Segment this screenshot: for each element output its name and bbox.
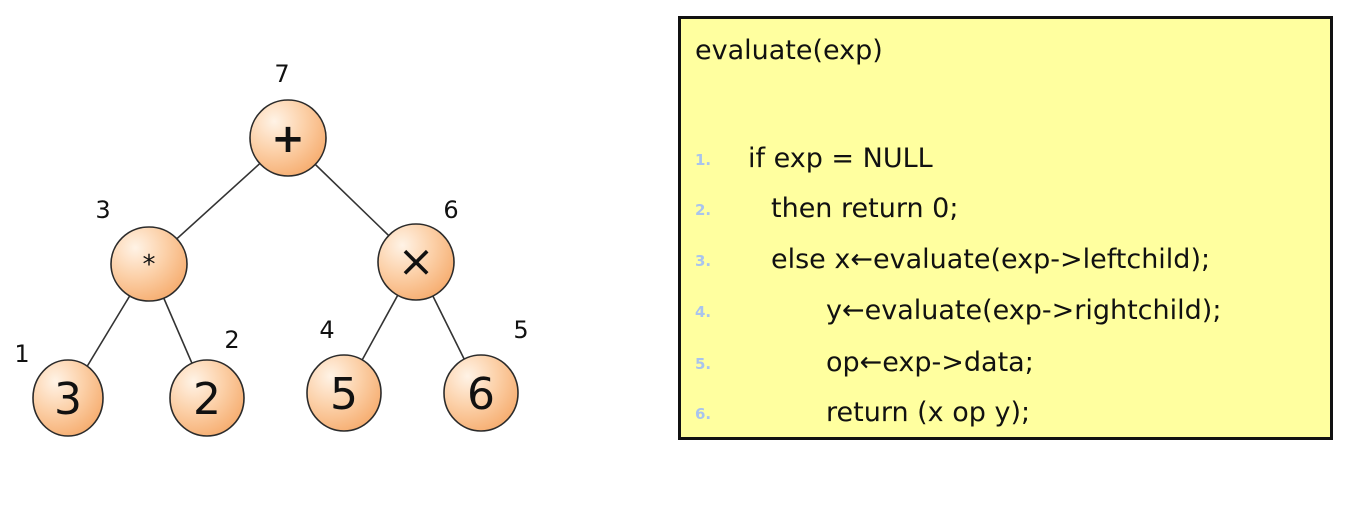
code-line-4: 4. y←evaluate(exp->rightchild); — [695, 295, 1325, 345]
order-label-mul-star: 3 — [95, 196, 110, 224]
node-label: 6 — [467, 369, 495, 420]
tree-node-leaf-2: 2 — [169, 359, 245, 437]
tree-node-leaf-5: 5 — [306, 354, 382, 432]
order-label-leaf-3: 1 — [14, 340, 29, 368]
code-text: if exp = NULL — [748, 143, 933, 174]
code-line-1: 1. if exp = NULL — [695, 143, 1325, 193]
code-line-5: 5. op←exp->data; — [695, 347, 1325, 397]
node-label: 2 — [193, 374, 221, 425]
order-label-leaf-5: 4 — [319, 316, 334, 344]
code-text: op←exp->data; — [826, 347, 1034, 378]
code-text: else x←evaluate(exp->leftchild); — [771, 244, 1211, 275]
tree-node-mul-cross: × — [377, 223, 455, 301]
code-line-3: 3. else x←evaluate(exp->leftchild); — [695, 244, 1325, 294]
tree-node-mul-star: * — [110, 226, 188, 302]
order-label-leaf-6: 5 — [513, 316, 528, 344]
node-circle — [32, 359, 104, 437]
line-number: 1. — [695, 151, 712, 169]
line-number: 4. — [695, 303, 712, 321]
order-label-root: 7 — [274, 60, 289, 88]
node-circle — [443, 354, 519, 432]
pseudocode-box: evaluate(exp) 1. if exp = NULL 2. then r… — [678, 16, 1333, 440]
node-label: 5 — [330, 369, 358, 420]
code-line-2: 2. then return 0; — [695, 193, 1325, 243]
node-label: + — [271, 116, 305, 162]
line-number: 6. — [695, 405, 712, 423]
tree-node-root: + — [249, 99, 327, 177]
line-number: 2. — [695, 201, 712, 219]
code-text: y←evaluate(exp->rightchild); — [826, 295, 1222, 326]
line-number: 3. — [695, 252, 712, 270]
code-text: return (x op y); — [826, 397, 1031, 428]
code-text: then return 0; — [771, 193, 959, 224]
node-label: × — [398, 236, 435, 287]
node-label: 3 — [54, 374, 82, 425]
tree-node-leaf-6: 6 — [443, 354, 519, 432]
tree-nodes: + * × 3 2 5 6 — [32, 99, 519, 437]
traversal-order-labels: 7 3 6 1 2 4 5 — [14, 60, 528, 368]
order-label-leaf-2: 2 — [224, 326, 239, 354]
node-circle — [169, 359, 245, 437]
node-label: * — [143, 250, 156, 280]
node-circle — [306, 354, 382, 432]
node-circle — [377, 223, 455, 301]
tree-node-leaf-3: 3 — [32, 359, 104, 437]
node-circle — [110, 226, 188, 302]
order-label-mul-cross: 6 — [443, 196, 458, 224]
code-line-6: 6. return (x op y); — [695, 397, 1325, 447]
line-number: 5. — [695, 355, 712, 373]
function-signature: evaluate(exp) — [695, 35, 883, 66]
node-circle — [249, 99, 327, 177]
